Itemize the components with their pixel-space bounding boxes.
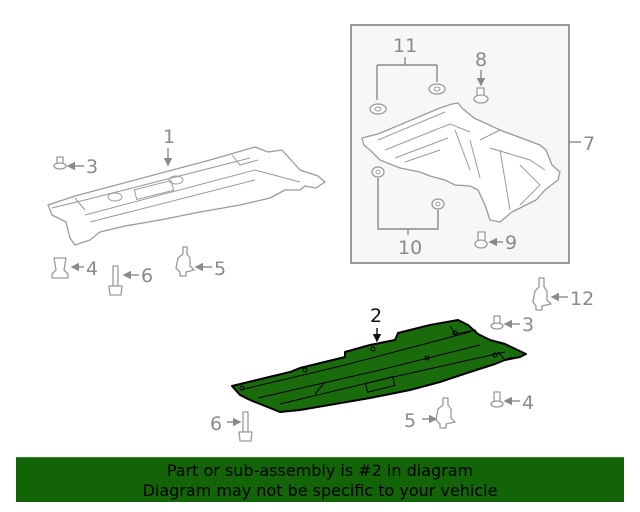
callout-12[interactable]: 12 [570, 288, 594, 310]
callout-3-right[interactable]: 3 [522, 314, 534, 336]
part-2-under-cover-highlighted[interactable] [231, 319, 527, 413]
part-4-nut-left[interactable] [51, 257, 69, 279]
part-3-clip-right[interactable] [490, 315, 504, 330]
callout-1[interactable]: 1 [163, 126, 175, 148]
part-11-clip-b[interactable] [428, 83, 446, 95]
callout-6-right[interactable]: 6 [210, 413, 222, 435]
part-5-clip-right[interactable] [435, 397, 456, 429]
callout-10[interactable]: 10 [398, 237, 422, 259]
callout-4-left[interactable]: 4 [86, 258, 98, 280]
callout-4-right[interactable]: 4 [522, 392, 534, 414]
callout-11[interactable]: 11 [393, 35, 417, 57]
inset-box-part-7: 7 11 8 10 9 [350, 24, 595, 264]
callout-9[interactable]: 9 [505, 232, 517, 254]
callout-2[interactable]: 2 [370, 305, 382, 327]
part-9-bolt[interactable] [474, 231, 488, 249]
part-7-shield[interactable] [361, 102, 561, 223]
callout-7[interactable]: 7 [583, 133, 595, 155]
part-8-bolt[interactable] [473, 87, 489, 104]
part-3-clip-left[interactable] [53, 156, 67, 170]
part-10-clip-b[interactable] [431, 198, 445, 210]
banner-line-2: Diagram may not be specific to your vehi… [142, 481, 498, 500]
part-11-clip-a[interactable] [369, 103, 387, 115]
part-6-bolt-right[interactable] [238, 411, 253, 442]
callout-8[interactable]: 8 [475, 49, 487, 71]
part-1-under-cover[interactable] [47, 146, 326, 246]
part-info-banner: Part or sub-assembly is #2 in diagram Di… [16, 457, 624, 502]
callout-3-left[interactable]: 3 [86, 156, 98, 178]
part-4-clip-right[interactable] [490, 391, 504, 408]
part-12-clip[interactable] [532, 277, 552, 311]
part-6-bolt-left[interactable] [108, 265, 123, 296]
part-10-clip-a[interactable] [371, 166, 385, 178]
part-5-clip-left[interactable] [175, 246, 195, 277]
banner-line-1: Part or sub-assembly is #2 in diagram [166, 461, 474, 480]
callout-5-left[interactable]: 5 [214, 258, 226, 280]
callout-6-left[interactable]: 6 [141, 265, 153, 287]
callout-5-right[interactable]: 5 [404, 410, 416, 432]
